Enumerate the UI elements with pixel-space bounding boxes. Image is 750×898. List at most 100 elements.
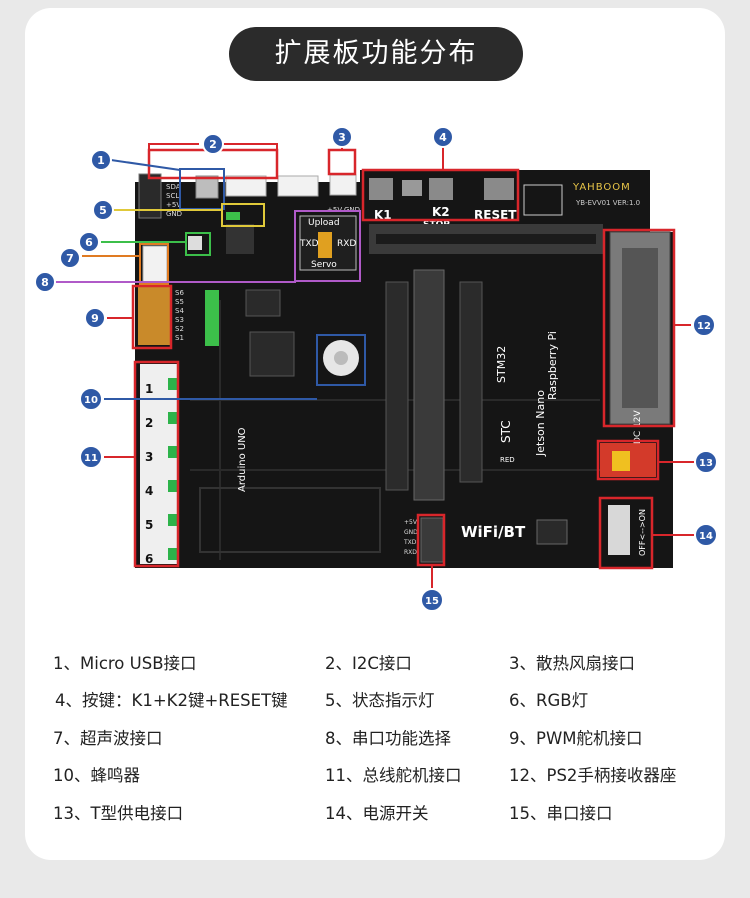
- legend-item-4: 4、按键：K1+K2键+RESET键: [55, 691, 288, 710]
- legend-item-12: 12、PS2手柄接收器座: [509, 766, 677, 785]
- power-switch: [608, 505, 630, 555]
- callout-circle-3: [331, 126, 353, 148]
- page-title: 扩展板功能分布: [229, 27, 523, 81]
- pwm-pin-s1: S1: [175, 334, 184, 342]
- pwm-pin-s6: S6: [175, 289, 184, 297]
- bus-num-3: 3: [145, 450, 153, 464]
- serial-pin-gnd: GND: [404, 529, 418, 536]
- callout-12: 12: [697, 321, 711, 332]
- switch-label: OFF<-->ON: [638, 509, 647, 556]
- key-k2-label: K2: [432, 205, 450, 219]
- callout-circle-8: [34, 271, 56, 293]
- callout-circle-1: [90, 149, 112, 171]
- legend-item-5: 5、状态指示灯: [325, 691, 435, 710]
- key-k2: [429, 178, 453, 200]
- callout-circle-4: [432, 126, 454, 148]
- callout-4: 4: [439, 131, 447, 144]
- stc-label: STC: [499, 420, 513, 443]
- legend-item-3: 3、散热风扇接口: [509, 654, 635, 673]
- serial-header: [420, 517, 444, 563]
- ultrasonic-connector: [142, 245, 168, 283]
- callout-2: 2: [209, 138, 217, 151]
- rgb-led: [188, 236, 202, 250]
- callout-circle-10: [79, 387, 103, 411]
- micro-usb-port: [195, 175, 219, 199]
- pwm-pin-s4: S4: [175, 307, 184, 315]
- callout-15: 15: [425, 596, 439, 607]
- board-diagram: SDA SCL +5V GND +5V GND K1 K2 RESET STOP…: [34, 126, 718, 612]
- callout-circle-5: [92, 199, 114, 221]
- i2c-connector-a: [225, 175, 267, 197]
- rpi-header: [413, 269, 445, 501]
- key-reset-label: RESET: [474, 208, 517, 222]
- i2c-pin-scl: SCL: [166, 192, 179, 200]
- legend-item-8: 8、串口功能选择: [325, 729, 451, 748]
- callout-7: 7: [66, 252, 74, 265]
- callout-circle-9: [84, 307, 106, 329]
- key-reset: [484, 178, 514, 200]
- wifi-label: WiFi/BT: [461, 523, 526, 541]
- txd-label: TXD: [299, 239, 319, 249]
- brand-logo: YAHBOOM: [572, 182, 631, 193]
- callout-circle-14: [694, 523, 718, 547]
- key-k1-label: K1: [374, 208, 392, 222]
- rpi-label: Raspberry Pi: [546, 331, 559, 400]
- stm32-label: STM32: [495, 346, 508, 383]
- callout-10: 10: [84, 395, 98, 406]
- callout-circle-7: [59, 247, 81, 269]
- i2c-connector-b: [277, 175, 319, 197]
- i2c-pin-gnd: GND: [166, 210, 182, 218]
- legend-item-13: 13、T型供电接口: [53, 804, 184, 823]
- bus-num-4: 4: [145, 484, 153, 498]
- pwm-pin-s2: S2: [175, 325, 184, 333]
- mcu-chip: [249, 331, 295, 377]
- callout-circle-2: [202, 133, 224, 155]
- callout-9: 9: [91, 312, 99, 325]
- callout-circle-6: [78, 231, 100, 253]
- legend-item-11: 11、总线舵机接口: [325, 766, 462, 785]
- legend-item-15: 15、串口接口: [509, 804, 613, 823]
- legend-item-9: 9、PWM舵机接口: [509, 729, 643, 748]
- jetson-label: Jetson Nano: [534, 390, 547, 457]
- callout-markers: 1 2 3 4 5 6 7 8 9 10 11 12 13 14 15: [34, 126, 718, 612]
- upload-label: Upload: [308, 218, 340, 228]
- red-label: RED: [500, 456, 515, 464]
- servo-label: Servo: [311, 260, 337, 270]
- legend-item-2: 2、I2C接口: [325, 654, 412, 673]
- callout-5: 5: [99, 204, 107, 217]
- board-svg: SDA SCL +5V GND +5V GND K1 K2 RESET STOP…: [34, 126, 718, 612]
- key-k1: [369, 178, 393, 200]
- leader-lines: [55, 143, 694, 588]
- serial-pin-5v: +5V: [404, 519, 418, 526]
- legend-item-14: 14、电源开关: [325, 804, 429, 823]
- callout-circle-11: [79, 445, 103, 469]
- pwm-servo-header: [138, 287, 170, 345]
- bus-num-1: 1: [145, 382, 153, 396]
- callout-circle-12: [692, 313, 716, 337]
- legend-item-1: 1、Micro USB接口: [53, 654, 197, 673]
- serial-pin-rxd: RXD: [404, 549, 417, 556]
- serial-pin-txd: TXD: [403, 539, 417, 546]
- i2c-pin-5v: +5V: [166, 201, 181, 209]
- board-model: YB-EVV01 VER:1.0: [575, 199, 640, 207]
- bus-num-2: 2: [145, 416, 153, 430]
- bus-num-6: 6: [145, 552, 153, 566]
- callout-13: 13: [699, 458, 713, 469]
- legend-item-10: 10、蜂鸣器: [53, 766, 140, 785]
- callout-circle-13: [694, 450, 718, 474]
- callout-1: 1: [97, 154, 105, 167]
- callout-circle-15: [420, 588, 444, 612]
- pwm-pin-s3: S3: [175, 316, 184, 324]
- rxd-label: RXD: [337, 239, 356, 249]
- callout-6: 6: [85, 236, 93, 249]
- legend: 1、Micro USB接口 2、I2C接口 3、散热风扇接口 4、按键：K1+K…: [0, 640, 750, 840]
- arduino-label: Arduino UNO: [237, 427, 248, 492]
- callout-14: 14: [699, 531, 713, 542]
- callout-8: 8: [41, 276, 49, 289]
- legend-item-6: 6、RGB灯: [509, 691, 589, 710]
- i2c-pin-sda: SDA: [166, 183, 181, 191]
- callout-3: 3: [338, 131, 346, 144]
- bus-num-5: 5: [145, 518, 153, 532]
- legend-item-7: 7、超声波接口: [53, 729, 163, 748]
- bus-servo-connectors: [140, 364, 178, 564]
